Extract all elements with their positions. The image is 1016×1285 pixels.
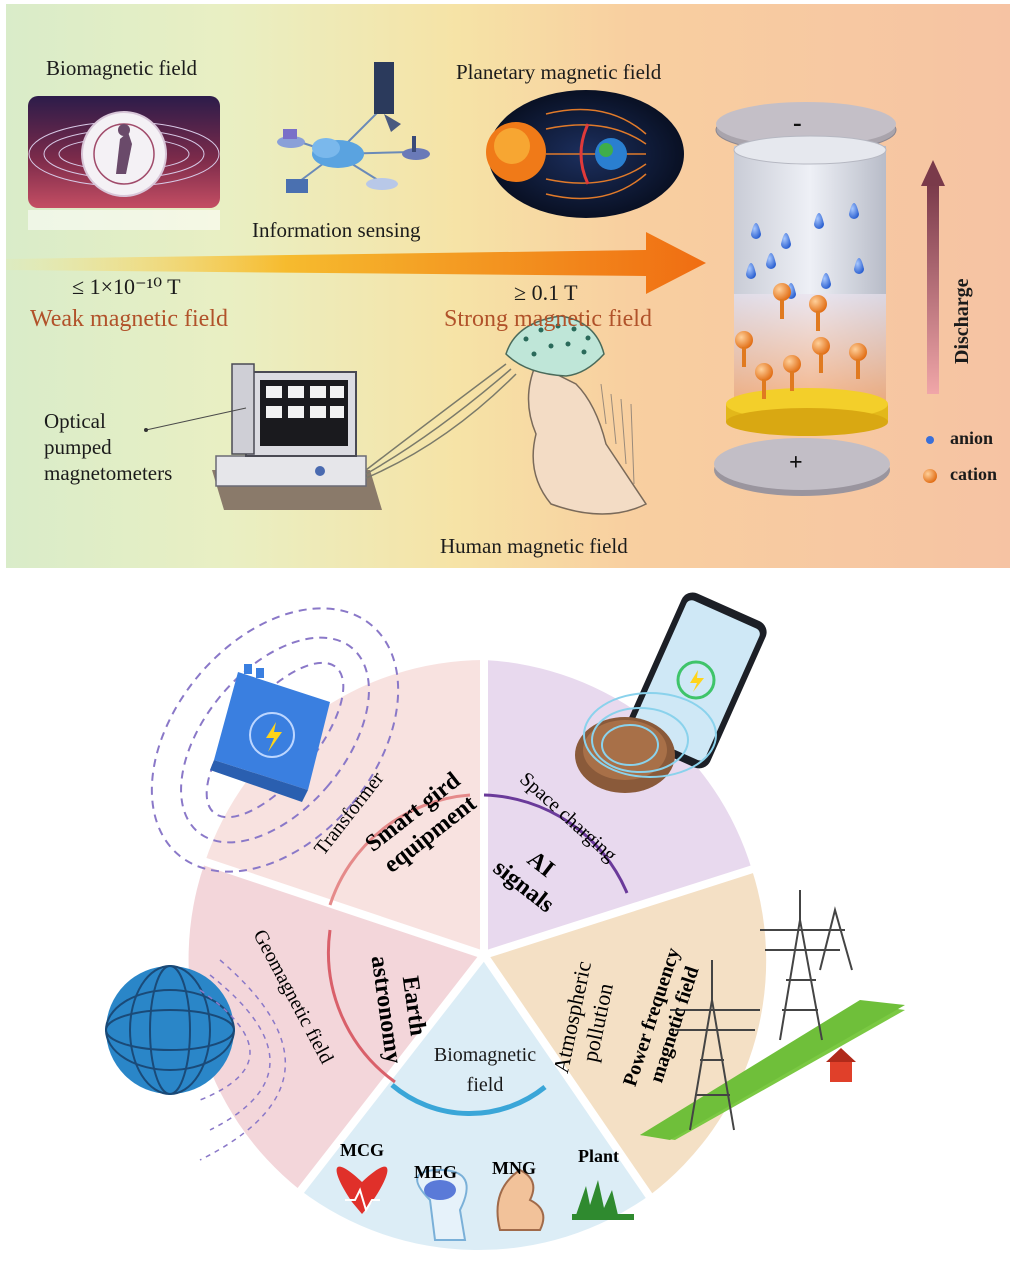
planetary-magnetic-field-title: Planetary magnetic field <box>456 60 662 84</box>
sector-earth-astronomy <box>188 862 484 1190</box>
biomagnetic-center-line-2: field <box>466 1074 504 1096</box>
power-pylons-illustration <box>640 890 905 1140</box>
battery-cell <box>714 102 897 496</box>
mng-label: MNG <box>492 1158 536 1178</box>
meg-label: MEG <box>414 1162 457 1182</box>
battery-minus: - <box>793 108 802 137</box>
human-magnetic-field-label: Human magnetic field <box>440 534 628 558</box>
sector-biomagnetic <box>300 955 650 1251</box>
weak-threshold: ≤ 1×10⁻¹⁰ T <box>72 274 181 299</box>
information-sensing-network <box>277 62 430 193</box>
top-panel: Biomagnetic field <box>6 4 1010 568</box>
weak-magnetic-field-label: Weak magnetic field <box>30 306 228 332</box>
inner-arcs <box>326 793 629 1117</box>
discharge-arrow <box>921 160 945 394</box>
anion-label: anion <box>950 428 994 448</box>
sector-ai-signals <box>484 660 752 955</box>
biomagnetic-center-title: Biomagnetic field <box>410 1040 560 1100</box>
top-illustrations <box>6 62 945 515</box>
opm-line-3: magnetometers <box>44 461 173 485</box>
battery-plus: + <box>789 450 803 476</box>
human-head-opm <box>365 315 648 515</box>
biomagnetic-center-line-1: Biomagnetic <box>433 1044 537 1066</box>
transformer-illustration <box>150 607 400 873</box>
biomagnetic-field-image <box>28 96 220 230</box>
sector-separators <box>198 655 758 1203</box>
strong-magnetic-field-label: Strong magnetic field <box>444 306 652 332</box>
field-strength-arrow <box>6 232 706 294</box>
space-charging-illustration <box>575 592 767 793</box>
plant-label: Plant <box>578 1146 620 1166</box>
planetary-magnetic-field-image <box>486 90 684 218</box>
battery-legend <box>923 436 937 483</box>
opm-line-2: pumped <box>44 435 112 459</box>
information-sensing-label: Information sensing <box>252 218 421 242</box>
battery-cations <box>735 283 867 399</box>
opm-computer <box>144 363 382 510</box>
opm-label: Optical pumped magnetometers <box>44 408 172 486</box>
cation-label: cation <box>950 464 997 484</box>
strong-threshold: ≥ 0.1 T <box>514 280 578 305</box>
bio-icons <box>336 1166 634 1241</box>
opm-line-1: Optical <box>44 409 106 433</box>
biomagnetic-field-title: Biomagnetic field <box>46 56 198 80</box>
earth-illustration <box>105 959 286 1161</box>
mcg-label: MCG <box>340 1140 384 1160</box>
